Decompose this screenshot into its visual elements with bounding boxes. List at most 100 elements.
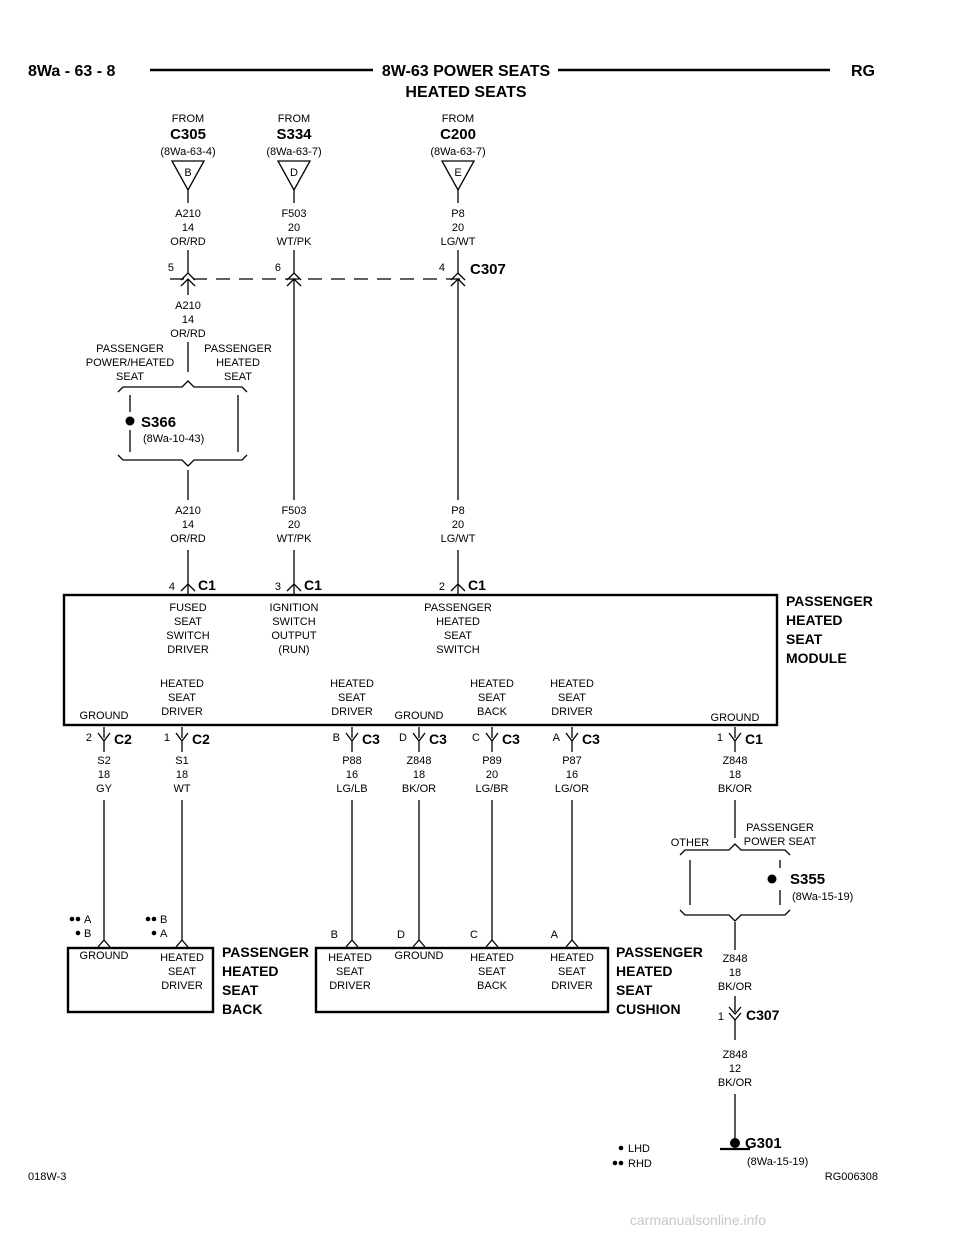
- splice-ref: (8Wa-10-43): [143, 433, 204, 445]
- wire-gauge: 18: [98, 769, 110, 781]
- wire-code: Z848: [722, 953, 747, 965]
- from-label: FROM: [278, 113, 310, 125]
- rhd-marker-icon: [145, 916, 151, 922]
- connector-name: C3: [362, 731, 380, 747]
- legend-lhd: LHD: [628, 1143, 650, 1155]
- wire-label-s1: S1 18 WT: [173, 755, 190, 795]
- pin-number: 5: [168, 262, 174, 274]
- branch-label-left-3: SEAT: [116, 371, 144, 383]
- pin-label: B: [184, 167, 191, 179]
- from-label: FROM: [172, 113, 204, 125]
- pin-number: 6: [275, 262, 281, 274]
- source-triangle: [276, 160, 312, 192]
- connector-c3-pinB: B C3: [333, 727, 380, 752]
- connector-c3-pinD: D C3: [399, 727, 447, 752]
- wire-code: P8: [451, 505, 464, 517]
- component-name-line: HEATED: [222, 963, 279, 979]
- module-name: PASSENGER HEATED SEAT MODULE: [786, 593, 873, 666]
- pin-number: 1: [718, 1011, 724, 1023]
- page-number: 8Wa - 63 - 8: [28, 63, 116, 80]
- pin-label: A: [160, 928, 168, 940]
- connector-name: C2: [114, 731, 132, 747]
- rhd-marker-icon: [151, 916, 157, 922]
- ground-ref: (8Wa-15-19): [747, 1156, 808, 1168]
- pin-desc-line: DRIVER: [551, 980, 593, 992]
- wire-color: WT/PK: [277, 533, 312, 545]
- module-name-line: SEAT: [786, 631, 823, 647]
- wire-code: F503: [281, 208, 306, 220]
- pin-label: D: [290, 167, 298, 179]
- wire-code: S1: [175, 755, 188, 767]
- pin-number: 2: [86, 732, 92, 744]
- connector-name: C3: [502, 731, 520, 747]
- wire-color: LG/WT: [441, 533, 476, 545]
- component-name-line: SEAT: [616, 982, 653, 998]
- module-pin-ignition-switch-output: IGNITION SWITCH OUTPUT (RUN): [270, 602, 319, 656]
- legend: LHD RHD: [612, 1143, 652, 1170]
- pin-desc-line: DRIVER: [551, 706, 593, 718]
- pin-desc-line: SWITCH: [166, 630, 209, 642]
- connector-chevron: [450, 272, 466, 281]
- pin-desc-line: IGNITION: [270, 602, 319, 614]
- wire-code: Z848: [722, 1049, 747, 1061]
- wire-gauge: 20: [288, 222, 300, 234]
- pin-desc-line: DRIVER: [167, 644, 209, 656]
- pin-desc-line: DRIVER: [329, 980, 371, 992]
- watermark: carmanualsonline.info: [630, 1212, 766, 1228]
- seat-back-ground: GROUND: [80, 950, 129, 962]
- connector-chevron: [180, 272, 196, 281]
- pin-desc-line: SWITCH: [436, 644, 479, 656]
- branch-label-other: OTHER: [671, 837, 710, 849]
- lhd-marker-icon: [618, 1145, 624, 1151]
- lhd-marker-icon: [75, 930, 81, 936]
- pin-label: B: [331, 929, 338, 941]
- pin-number: 1: [717, 732, 723, 744]
- pin-number: D: [399, 732, 407, 744]
- wire-code: F503: [281, 505, 306, 517]
- wire-code: P8: [451, 208, 464, 220]
- wire-gauge: 18: [176, 769, 188, 781]
- wire-gauge: 14: [182, 222, 194, 234]
- splice-ref: (8Wa-15-19): [792, 891, 853, 903]
- pin-desc-line: HEATED: [160, 678, 204, 690]
- connector-chevron: [286, 272, 302, 281]
- pin-desc-line: PASSENGER: [424, 602, 492, 614]
- source-c305: FROM C305 (8Wa-63-4) B A210 14 OR/RD: [160, 113, 215, 248]
- wire-code: A210: [175, 300, 201, 312]
- connector-name: C1: [198, 577, 216, 593]
- wire-color: OR/RD: [170, 533, 206, 545]
- branch-label-right-3: SEAT: [224, 371, 252, 383]
- wire-code: S2: [97, 755, 110, 767]
- connector-name: C307: [746, 1007, 780, 1023]
- pin-number: 4: [439, 262, 445, 274]
- source-s334: FROM S334 (8Wa-63-7) D F503 20 WT/PK: [266, 113, 321, 248]
- seat-back-name: PASSENGER HEATED SEAT BACK: [222, 944, 309, 1017]
- pin-label: D: [397, 929, 405, 941]
- ground-dot-icon: [730, 1138, 740, 1148]
- connector-name: C3: [429, 731, 447, 747]
- branch-label-left-2: POWER/HEATED: [86, 357, 174, 369]
- connector-name: C1: [304, 577, 322, 593]
- wire-label-s2: S2 18 GY: [96, 755, 113, 795]
- connector-chevron: [728, 1006, 742, 1015]
- page-title: 8W-63 POWER SEATS: [382, 63, 551, 80]
- pin-desc-line: SEAT: [336, 966, 364, 978]
- ground-path: Z848 18 BK/OR 1 C307 Z848 12 BK/OR G301 …: [718, 953, 808, 1168]
- component-name-line: PASSENGER: [616, 944, 703, 960]
- component-name-line: SEAT: [222, 982, 259, 998]
- pin-desc-line: SEAT: [558, 692, 586, 704]
- module-pin-ground: GROUND: [80, 710, 129, 722]
- source-c200: FROM C200 (8Wa-63-7) E P8 20 LG/WT: [430, 113, 485, 248]
- wire-label-p88: P88 16 LG/LB: [336, 755, 367, 795]
- connector-c3-pinA: A C3: [553, 727, 600, 752]
- pin-desc-line: HEATED: [550, 678, 594, 690]
- pin-number: B: [333, 732, 340, 744]
- pin-desc-line: HEATED: [470, 952, 514, 964]
- connector-c2-pin1: 1 C2: [164, 727, 210, 752]
- seat-cushion-connectors: B D C A: [331, 929, 579, 948]
- module-name-line: HEATED: [786, 612, 843, 628]
- pin-desc-line: OUTPUT: [271, 630, 317, 642]
- seat-back-connectors: A B B A: [69, 914, 189, 948]
- splice-dot-icon: [767, 874, 777, 884]
